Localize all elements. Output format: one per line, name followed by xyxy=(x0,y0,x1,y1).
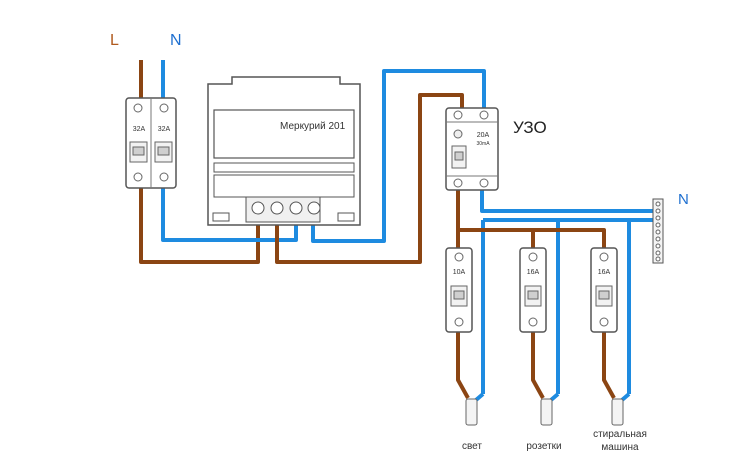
terminal-screw xyxy=(454,252,464,262)
neutral-bus-bar xyxy=(652,198,664,264)
terminal-screw xyxy=(289,201,303,215)
terminal-screw xyxy=(251,201,265,215)
meter-display-panel xyxy=(213,109,355,159)
load-label-light: свет xyxy=(462,441,482,452)
terminal-screw xyxy=(453,110,463,120)
branch-breaker-sockets: 16A xyxy=(519,247,547,333)
neutral-wire-rcd-to-bus xyxy=(480,188,656,213)
phase-label: L xyxy=(110,32,119,49)
terminal-screw xyxy=(133,172,143,182)
load-label-sockets: розетки xyxy=(526,441,561,452)
rcd-device: 20A 30mA xyxy=(445,107,499,191)
neutral-bus-label: N xyxy=(678,191,689,208)
neutral-wire-breaker-to-meter xyxy=(161,186,298,242)
main-breaker: 32A 32A xyxy=(125,97,177,189)
terminal-screw xyxy=(599,317,609,327)
terminal-screw xyxy=(599,252,609,262)
rcd-rating: 20A xyxy=(477,132,490,139)
neutral-wire-sockets-end xyxy=(549,392,560,402)
phase-wire-washer xyxy=(602,330,616,399)
branch-breaker-rating: 10A xyxy=(453,269,466,276)
neutral-label-top: N xyxy=(170,32,182,49)
wires xyxy=(139,60,656,402)
branch-breaker-rating: 16A xyxy=(527,269,540,276)
cable-end-sockets xyxy=(540,398,553,426)
neutral-wire-light-end xyxy=(474,392,485,402)
main-breaker-rating-right: 32A xyxy=(158,126,171,133)
main-breaker-rating-left: 32A xyxy=(133,126,146,133)
rcd-sensitivity: 30mA xyxy=(476,141,490,147)
test-button-icon xyxy=(453,129,463,139)
terminal-screw xyxy=(270,201,284,215)
cable-ends xyxy=(465,398,624,426)
terminal-screw xyxy=(528,252,538,262)
phase-wire-meter-to-rcd xyxy=(275,93,464,264)
terminal-screw xyxy=(453,178,463,188)
terminal-screw xyxy=(159,172,169,182)
cable-end-washer xyxy=(611,398,624,426)
terminal-screw xyxy=(133,103,143,113)
branch-breaker-washer: 16A xyxy=(590,247,618,333)
terminal-screw xyxy=(479,110,489,120)
phase-wire-distribution xyxy=(458,228,606,250)
load-label-washer-line1: стиральная xyxy=(593,429,647,440)
phase-wire-sockets xyxy=(531,330,545,399)
terminal-screw xyxy=(454,317,464,327)
terminal-screw xyxy=(159,103,169,113)
terminal-screw xyxy=(307,201,321,215)
phase-wire-light xyxy=(456,330,470,399)
branch-breaker-light: 10A xyxy=(445,247,473,333)
neutral-wire-meter-to-rcd xyxy=(311,69,486,243)
branch-breaker-rating: 16A xyxy=(598,269,611,276)
meter-model-label: Меркурий 201 xyxy=(280,121,346,132)
terminal-screw xyxy=(528,317,538,327)
load-label-washer-line2: машина xyxy=(601,442,639,453)
cable-end-light xyxy=(465,398,478,426)
rcd-label: УЗО xyxy=(513,118,547,137)
energy-meter: Меркурий 201 xyxy=(207,76,361,226)
neutral-wire-washer-end xyxy=(620,392,631,402)
terminal-screw xyxy=(479,178,489,188)
